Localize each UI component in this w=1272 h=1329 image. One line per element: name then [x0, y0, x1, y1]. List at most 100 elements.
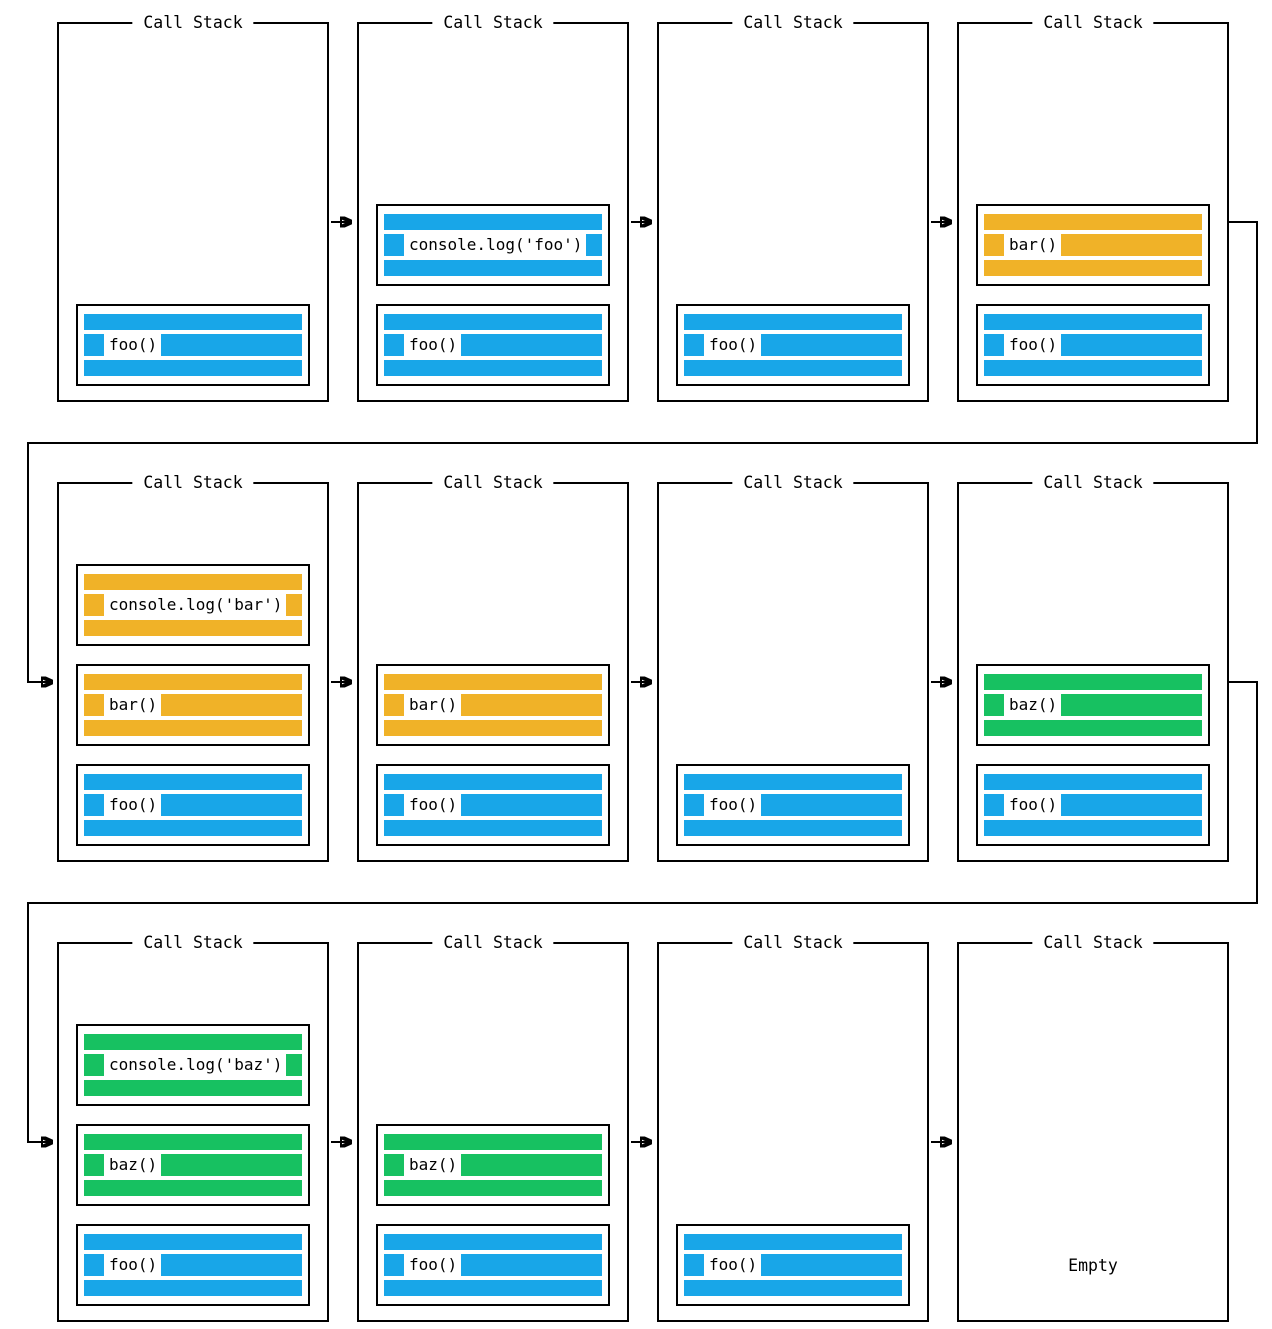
frame-label: bar()	[104, 694, 162, 716]
frame-bar	[1061, 334, 1202, 356]
frame-indent-chip	[384, 234, 404, 256]
frame-bar	[84, 1134, 302, 1150]
frame-label: foo()	[404, 794, 462, 816]
frame-middle-row: bar()	[84, 694, 302, 716]
frame-label: bar()	[1004, 234, 1062, 256]
frame-middle-row: foo()	[84, 794, 302, 816]
frame-middle-row: foo()	[84, 1254, 302, 1276]
stack-frame: console.log('bar')	[76, 564, 310, 646]
stack-frame: baz()	[376, 1124, 610, 1206]
frame-bar	[684, 314, 902, 330]
frame-bar	[384, 720, 602, 736]
frame-bar	[461, 694, 602, 716]
frame-bar	[586, 234, 602, 256]
frame-bar	[84, 620, 302, 636]
frame-indent-chip	[384, 1254, 404, 1276]
frame-bar	[761, 794, 902, 816]
stack-frame: foo()	[76, 304, 310, 386]
frame-indent-chip	[984, 334, 1004, 356]
frame-bar	[384, 1280, 602, 1296]
frame-label: baz()	[104, 1154, 162, 1176]
panel-title: Call Stack	[1032, 932, 1154, 953]
frame-bar	[161, 334, 302, 356]
panel-title: Call Stack	[732, 472, 854, 493]
stack-frame: console.log('baz')	[76, 1024, 310, 1106]
frame-bar	[461, 334, 602, 356]
frame-middle-row: foo()	[684, 1254, 902, 1276]
frame-bar	[84, 1280, 302, 1296]
frame-indent-chip	[684, 334, 704, 356]
stack-frame: foo()	[76, 764, 310, 846]
stack-frame: foo()	[976, 764, 1210, 846]
frame-bar	[384, 774, 602, 790]
stack-frame: bar()	[76, 664, 310, 746]
frame-bar	[161, 1254, 302, 1276]
frame-middle-row: console.log('foo')	[384, 234, 602, 256]
frame-middle-row: foo()	[384, 794, 602, 816]
frame-bar	[684, 360, 902, 376]
frame-label: baz()	[1004, 694, 1062, 716]
frame-bar	[761, 1254, 902, 1276]
frame-middle-row: foo()	[684, 334, 902, 356]
frame-label: foo()	[704, 1254, 762, 1276]
panel-title: Call Stack	[432, 12, 554, 33]
call-stack-panel: Call Stack foo() baz()	[357, 932, 629, 1322]
frame-bar	[684, 1280, 902, 1296]
frame-indent-chip	[84, 1254, 104, 1276]
frame-indent-chip	[384, 694, 404, 716]
frame-middle-row: foo()	[384, 1254, 602, 1276]
frame-bar	[384, 360, 602, 376]
frame-middle-row: console.log('bar')	[84, 594, 302, 616]
frame-middle-row: console.log('baz')	[84, 1054, 302, 1076]
empty-stack-label: Empty	[1068, 1255, 1118, 1275]
frame-bar	[384, 214, 602, 230]
frame-indent-chip	[84, 694, 104, 716]
frame-bar	[384, 260, 602, 276]
panel-title: Call Stack	[732, 12, 854, 33]
frame-indent-chip	[384, 794, 404, 816]
frame-label: bar()	[404, 694, 462, 716]
frame-indent-chip	[984, 794, 1004, 816]
frame-bar	[384, 820, 602, 836]
frame-indent-chip	[84, 794, 104, 816]
frame-bar	[84, 1180, 302, 1196]
stack-frame: bar()	[376, 664, 610, 746]
stack-frame: foo()	[976, 304, 1210, 386]
frame-bar	[84, 574, 302, 590]
frame-label: foo()	[704, 334, 762, 356]
panel-title: Call Stack	[732, 932, 854, 953]
frame-bar	[1061, 694, 1202, 716]
frame-indent-chip	[384, 334, 404, 356]
frame-bar	[384, 1180, 602, 1196]
stack-frame: baz()	[76, 1124, 310, 1206]
frame-label: foo()	[1004, 794, 1062, 816]
frame-indent-chip	[984, 234, 1004, 256]
frame-indent-chip	[84, 594, 104, 616]
frame-bar	[461, 1154, 602, 1176]
frame-label: foo()	[104, 334, 162, 356]
frame-bar	[84, 1034, 302, 1050]
frame-bar	[461, 794, 602, 816]
frame-label: console.log('foo')	[404, 234, 587, 256]
stack-frame: baz()	[976, 664, 1210, 746]
frame-label: console.log('baz')	[104, 1054, 287, 1076]
panel-title: Call Stack	[1032, 12, 1154, 33]
frame-bar	[984, 674, 1202, 690]
frame-indent-chip	[684, 1254, 704, 1276]
panel-title: Call Stack	[432, 932, 554, 953]
frame-indent-chip	[684, 794, 704, 816]
frame-label: console.log('bar')	[104, 594, 287, 616]
frame-bar	[684, 774, 902, 790]
call-stack-panel: Call Stack foo() bar()	[957, 12, 1229, 402]
frame-middle-row: bar()	[384, 694, 602, 716]
frame-middle-row: foo()	[84, 334, 302, 356]
call-stack-panel: Call Stack foo()	[657, 932, 929, 1322]
frame-label: foo()	[104, 1254, 162, 1276]
frame-bar	[84, 720, 302, 736]
